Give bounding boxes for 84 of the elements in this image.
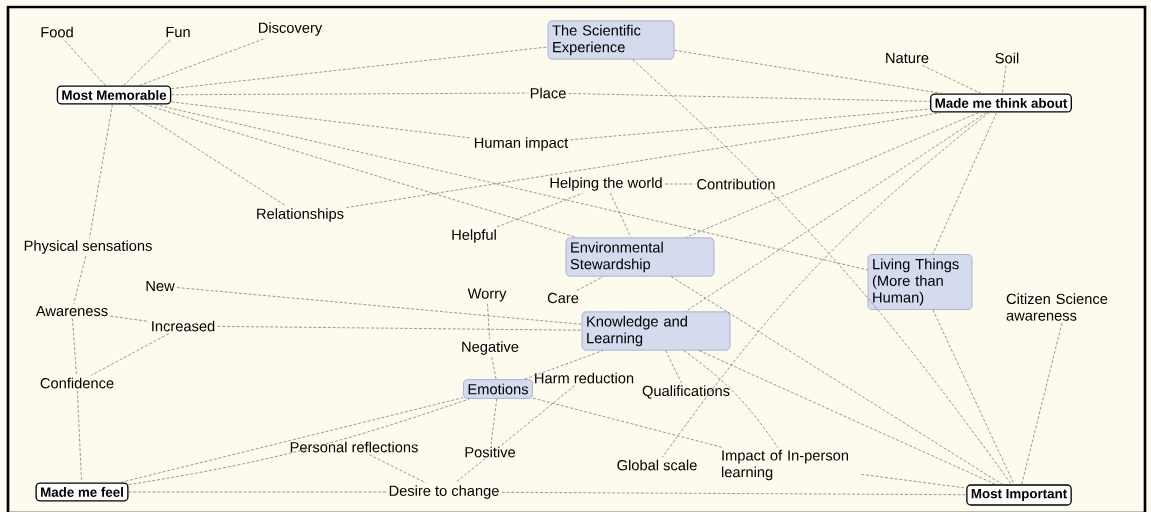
concept-box: Made me feel bbox=[35, 482, 129, 502]
node-label: Negative bbox=[462, 341, 519, 355]
node-label: Desire to change bbox=[389, 485, 499, 499]
connector bbox=[217, 326, 582, 331]
connector bbox=[674, 49, 943, 94]
connector bbox=[454, 385, 575, 484]
connector bbox=[683, 350, 779, 448]
connector bbox=[698, 350, 996, 485]
connector bbox=[490, 398, 498, 445]
connector bbox=[176, 287, 582, 325]
node-label: Human impact bbox=[474, 137, 569, 151]
node-label: Fun bbox=[166, 26, 190, 38]
connector bbox=[532, 397, 724, 448]
node-label: Qualifications bbox=[642, 385, 730, 399]
node-label: Relationships bbox=[257, 208, 344, 222]
connector bbox=[1002, 65, 1007, 94]
concept-box: Most Memorable bbox=[56, 85, 172, 105]
topic-box: Living Things (More than Human) bbox=[867, 254, 973, 310]
connector bbox=[128, 491, 387, 493]
topic-box: The Scientific Experience bbox=[547, 20, 675, 60]
node-label: Global scale bbox=[617, 459, 697, 471]
node-label: Impact of In-person learning bbox=[722, 449, 848, 481]
connector bbox=[346, 112, 942, 208]
connector bbox=[139, 37, 267, 86]
connector bbox=[491, 356, 497, 380]
connector bbox=[110, 315, 149, 322]
node-label: Soil bbox=[995, 52, 1019, 64]
node-label: Nature bbox=[886, 52, 929, 64]
connector bbox=[77, 390, 82, 483]
node-label: Helpful bbox=[452, 229, 496, 243]
node-label: Discovery bbox=[259, 22, 323, 36]
connector bbox=[662, 112, 990, 458]
connector bbox=[487, 303, 490, 340]
connector bbox=[568, 93, 931, 102]
node-label: Citizen Science awareness bbox=[1006, 293, 1108, 321]
node-label: Positive bbox=[465, 446, 516, 458]
concept-box: Most Important bbox=[966, 484, 1072, 506]
connector bbox=[369, 454, 427, 484]
connector bbox=[128, 104, 287, 207]
node-label: Contribution bbox=[697, 178, 775, 190]
connector bbox=[670, 276, 1003, 485]
connector bbox=[501, 492, 967, 496]
connector bbox=[90, 333, 170, 376]
connector bbox=[154, 104, 868, 271]
connector bbox=[1021, 322, 1063, 485]
connector bbox=[496, 192, 584, 228]
topic-box: Environmental Stewardship bbox=[565, 237, 715, 277]
node-label: Awareness bbox=[35, 305, 108, 317]
node-label: New bbox=[146, 280, 175, 292]
node-label: Helping the world bbox=[550, 177, 662, 191]
connector bbox=[72, 318, 77, 376]
connector bbox=[922, 65, 982, 94]
connector bbox=[609, 192, 632, 238]
connector bbox=[171, 92, 528, 96]
node-label: Care bbox=[547, 292, 579, 304]
connector bbox=[685, 112, 987, 312]
connector bbox=[664, 183, 695, 185]
node-label: Confidence bbox=[40, 377, 114, 389]
connector bbox=[685, 112, 979, 238]
connector bbox=[89, 104, 113, 239]
node-label: Personal reflections bbox=[290, 441, 418, 453]
connector bbox=[576, 276, 604, 291]
connector bbox=[932, 309, 1015, 485]
connector bbox=[63, 39, 106, 86]
node-label: Worry bbox=[467, 288, 507, 302]
node-label: Place bbox=[530, 87, 566, 99]
connector bbox=[570, 108, 931, 141]
concept-box: Made me think about bbox=[930, 93, 1072, 113]
connector bbox=[144, 104, 577, 238]
topic-box: Emotions bbox=[463, 379, 533, 399]
node-label: Physical sensations bbox=[24, 240, 152, 254]
connector bbox=[171, 46, 548, 89]
node-label: Increased bbox=[152, 320, 215, 332]
node-label: Food bbox=[41, 26, 73, 38]
connector bbox=[665, 350, 682, 384]
connector bbox=[632, 59, 1012, 485]
connector bbox=[123, 39, 171, 86]
node-label: Harm reduction bbox=[535, 372, 634, 384]
connector bbox=[171, 101, 472, 139]
connector bbox=[524, 350, 603, 380]
connector bbox=[861, 474, 967, 489]
topic-box: Knowledge and Learning bbox=[581, 311, 731, 351]
connector bbox=[73, 255, 87, 304]
connector bbox=[932, 112, 997, 255]
